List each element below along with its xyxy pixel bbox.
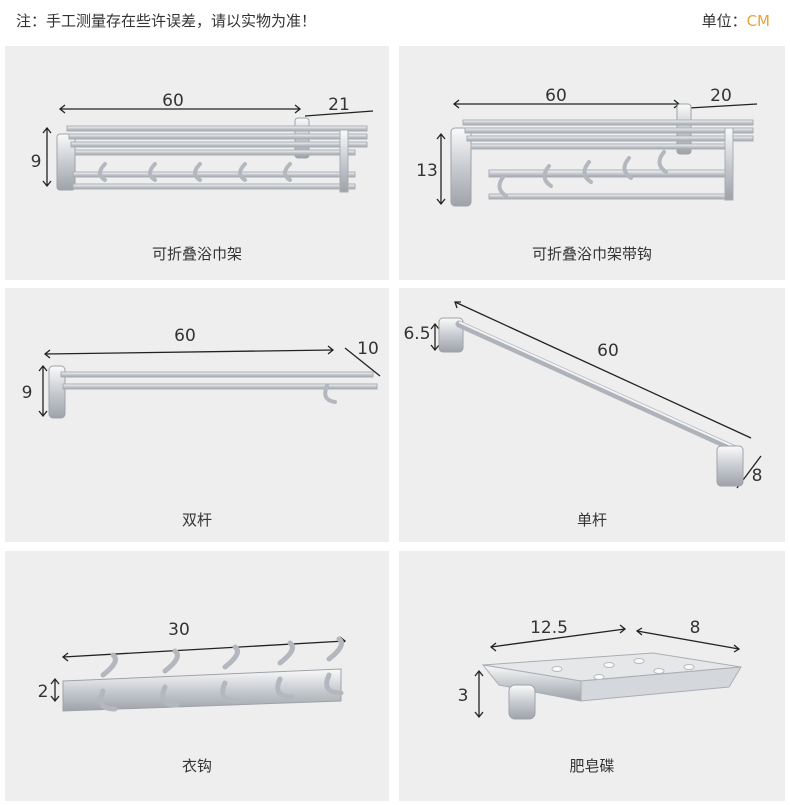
- dim-height: 9: [22, 383, 33, 403]
- dim-length: 12.5: [530, 618, 568, 638]
- unit-label: 单位：: [701, 12, 747, 30]
- dim-depth: 20: [710, 86, 732, 106]
- dim-depth: 21: [328, 95, 350, 115]
- dim-height: 9: [31, 152, 42, 172]
- coat-hooks-illustration: 30 2: [38, 620, 347, 712]
- product-card-soap-dish: 12.5 8 3 肥皂碟: [399, 551, 785, 801]
- dim-depth: 8: [752, 466, 763, 486]
- caption-coat-hooks: 衣钩: [181, 757, 212, 775]
- unit-value: CM: [746, 12, 770, 30]
- dim-depth: 10: [357, 339, 379, 359]
- product-card-coat-hooks: 30 2 衣钩: [5, 551, 389, 801]
- dim-height: 2: [38, 682, 49, 702]
- product-card-foldable-rack: 60 21 9 可折叠浴巾架: [5, 46, 389, 280]
- double-bar-illustration: 60 10 9: [22, 326, 381, 419]
- dim-depth: 8: [690, 618, 701, 638]
- foldable-rack-illustration: 60 21 9: [31, 91, 374, 193]
- caption-soap-dish: 肥皂碟: [569, 757, 615, 775]
- caption-foldable-rack-hooks: 可折叠浴巾架带钩: [531, 245, 652, 263]
- dim-length: 60: [545, 86, 567, 106]
- product-card-foldable-rack-hooks: 60 20 13 可折叠浴巾架带钩: [399, 46, 785, 280]
- foldable-rack-hooks-illustration: 60 20 13: [416, 86, 758, 207]
- product-card-double-bar: 60 10 9 双杆: [5, 288, 389, 542]
- dim-height: 3: [458, 686, 469, 706]
- dim-height: 13: [416, 161, 438, 181]
- caption-foldable-rack: 可折叠浴巾架: [151, 245, 242, 263]
- unit-indicator: 单位：CM: [702, 10, 770, 31]
- single-bar-illustration: 6.5 60 8: [403, 301, 763, 489]
- measurement-note: 注：手工测量存在些许误差，请以实物为准！: [16, 12, 317, 30]
- dim-length: 60: [174, 326, 196, 346]
- caption-double-bar: 双杆: [181, 511, 212, 529]
- caption-single-bar: 单杆: [576, 511, 607, 529]
- dim-length: 60: [597, 341, 619, 361]
- dim-length: 60: [162, 91, 184, 111]
- dim-height: 6.5: [403, 324, 430, 344]
- product-card-single-bar: 6.5 60 8 单杆: [399, 288, 785, 542]
- dim-length: 30: [168, 620, 190, 640]
- soap-dish-illustration: 12.5 8 3: [458, 618, 742, 720]
